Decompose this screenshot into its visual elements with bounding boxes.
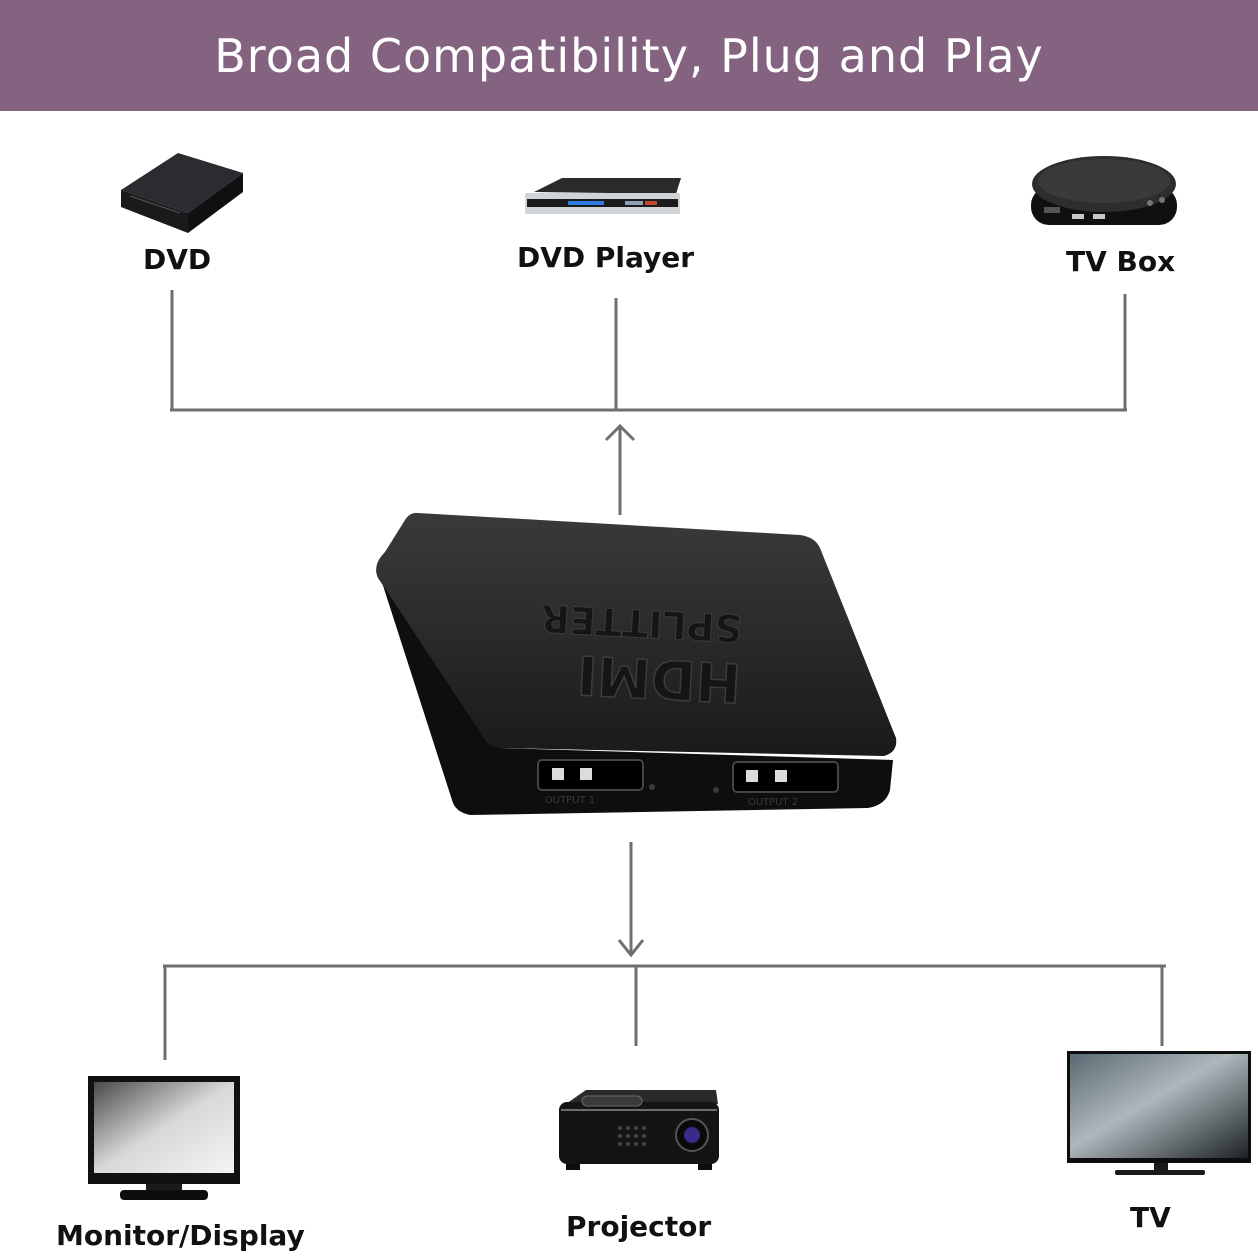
- monitor-icon: [88, 1076, 240, 1200]
- dvd-player-icon: [525, 178, 681, 214]
- monitor-display-label: Monitor/Display: [56, 1219, 305, 1252]
- tv-label: TV: [1130, 1201, 1171, 1234]
- port1-label: OUTPUT 1: [545, 795, 595, 806]
- output-connector-lines: [163, 842, 1166, 1060]
- tv-box-icon: [1031, 156, 1177, 225]
- dvd-label: DVD: [143, 243, 212, 276]
- dvd-player-label: DVD Player: [517, 241, 695, 274]
- tv-box-label: TV Box: [1066, 245, 1176, 278]
- input-connector-lines: [170, 290, 1127, 515]
- banner: Broad Compatibility, Plug and Play: [0, 0, 1258, 111]
- tv-icon: [1067, 1051, 1251, 1175]
- projector-icon: [559, 1090, 719, 1170]
- external-dvd-drive-icon: [121, 153, 243, 233]
- hdmi-splitter-icon: SPLITTER HDMI OUTPUT 1 OUTPUT 2: [376, 512, 897, 815]
- banner-title: Broad Compatibility, Plug and Play: [214, 28, 1044, 83]
- projector-label: Projector: [566, 1210, 712, 1243]
- splitter-brand-text: HDMI: [576, 643, 743, 714]
- port2-label: OUTPUT 2: [748, 797, 798, 808]
